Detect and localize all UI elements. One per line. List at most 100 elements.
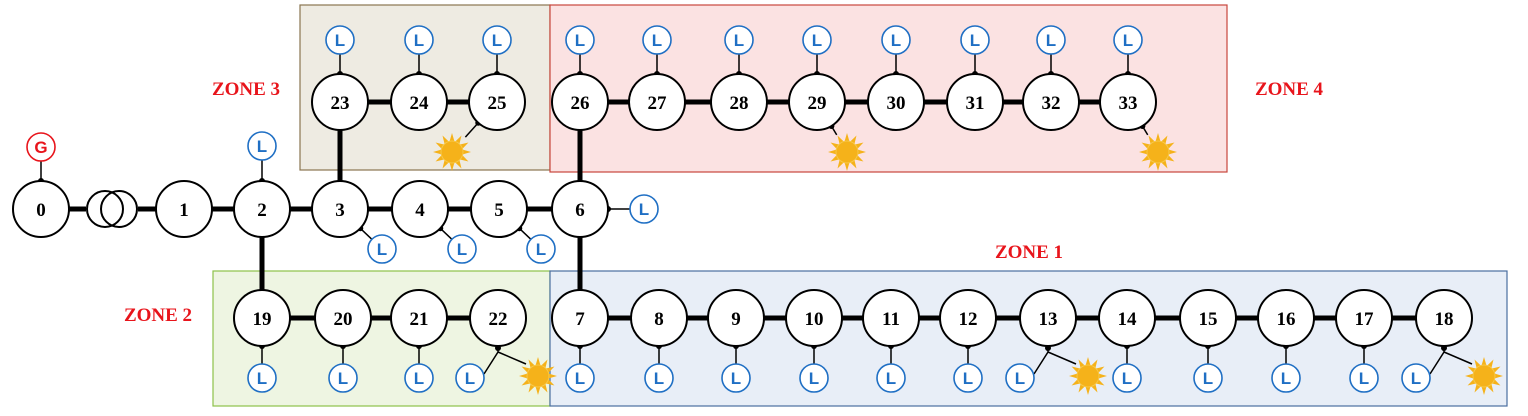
bus-16: 16 — [1257, 289, 1315, 347]
bus-31-number: 31 — [966, 93, 985, 114]
bus-3-number: 3 — [335, 200, 345, 221]
load-13: L — [1005, 363, 1035, 393]
bus-21-number: 21 — [410, 309, 429, 330]
zone-1-label: ZONE 1 — [995, 242, 1063, 263]
bus-8-circle — [630, 289, 688, 347]
bus-33-circle — [1099, 73, 1157, 131]
generator-circle — [26, 132, 56, 162]
pv-sun-25-ray — [462, 149, 471, 155]
bus-28-circle — [710, 73, 768, 131]
bus-7-circle — [551, 289, 609, 347]
pv-connector-18 — [1443, 351, 1473, 365]
load-8-circle — [644, 363, 674, 393]
bus-4-number: 4 — [415, 200, 425, 221]
bus-9: 9 — [707, 289, 765, 347]
pv-sun-33-ray — [1139, 149, 1148, 155]
pv-sun-25-ray — [449, 162, 455, 171]
bus-29: 29 — [788, 73, 846, 131]
bus-23-circle — [311, 73, 369, 131]
pv-sun-29-ray — [844, 162, 850, 171]
pv-sun-29-disc — [835, 140, 859, 164]
load-9-letter: L — [731, 369, 741, 388]
load-5-circle — [526, 234, 556, 264]
pv-sun-33-ray — [1168, 149, 1177, 155]
load-32-circle — [1036, 25, 1066, 55]
bus-27-number: 27 — [648, 93, 668, 114]
transformer-winding-1 — [86, 190, 124, 228]
load-20-letter: L — [338, 369, 348, 388]
load-23-circle — [325, 25, 355, 55]
pv-connector-22-line — [497, 351, 527, 365]
bus-10-number: 10 — [805, 309, 824, 330]
bus-22: 22 — [469, 289, 527, 347]
bus-6-number: 6 — [575, 200, 585, 221]
load-20: L — [328, 363, 358, 393]
load-7-letter: L — [575, 369, 585, 388]
load-33: L — [1113, 25, 1143, 55]
bus-29-circle — [788, 73, 846, 131]
load-4-letter: L — [457, 240, 467, 259]
pv-sun-13-ray — [1098, 373, 1107, 379]
bus-1-circle — [155, 180, 213, 238]
bus-25: 25 — [468, 73, 526, 131]
bus-21-circle — [390, 289, 448, 347]
bus-17: 17 — [1335, 289, 1393, 347]
pv-sun-29 — [828, 133, 866, 171]
pv-sun-13-ray — [1085, 386, 1091, 395]
bus-12-circle — [939, 289, 997, 347]
bus-30: 30 — [867, 73, 925, 131]
load-4: L — [447, 234, 477, 264]
transformer-winding-2 — [100, 190, 138, 228]
load-9: L — [721, 363, 751, 393]
load-23: L — [325, 25, 355, 55]
load-12-letter: L — [963, 369, 973, 388]
load-5-letter: L — [536, 240, 546, 259]
pv-sun-33-ray — [1155, 133, 1161, 142]
load-29: L — [802, 25, 832, 55]
load-11-circle — [876, 363, 906, 393]
pv-sun-13 — [1069, 357, 1107, 395]
bus-14-circle — [1098, 289, 1156, 347]
load-16: L — [1271, 363, 1301, 393]
pv-sun-33-disc — [1146, 140, 1170, 164]
load-9-circle — [721, 363, 751, 393]
load-14: L — [1112, 363, 1142, 393]
bus-19-circle — [233, 289, 291, 347]
load-26: L — [565, 25, 595, 55]
load-7-circle — [565, 363, 595, 393]
bus-0-circle — [12, 180, 70, 238]
zone-2-label: ZONE 2 — [124, 305, 192, 326]
zone-3-label: ZONE 3 — [212, 79, 280, 100]
load-30-circle — [881, 25, 911, 55]
load-26-circle — [565, 25, 595, 55]
bus-33: 33 — [1099, 73, 1157, 131]
load-21: L — [404, 363, 434, 393]
pv-sun-22-disc — [526, 364, 550, 388]
pv-sun-25-disc — [440, 140, 464, 164]
load-31: L — [960, 25, 990, 55]
load-3: L — [367, 234, 397, 264]
load-33-letter: L — [1123, 31, 1133, 50]
load-15-letter: L — [1203, 369, 1213, 388]
pv-sun-18-ray — [1481, 386, 1487, 395]
load-21-letter: L — [414, 369, 424, 388]
bus-27: 27 — [628, 73, 686, 131]
load-3-circle — [367, 234, 397, 264]
pv-sun-18 — [1465, 357, 1503, 395]
bus-3: 3 — [311, 180, 369, 238]
load-22-circle — [455, 363, 485, 393]
bus-13-number: 13 — [1039, 309, 1058, 330]
bus-12-number: 12 — [959, 309, 978, 330]
load-19-circle — [247, 363, 277, 393]
pv-sun-33 — [1139, 133, 1177, 171]
load-10: L — [799, 363, 829, 393]
bus-20-circle — [314, 289, 372, 347]
load-10-letter: L — [809, 369, 819, 388]
load-2-circle — [247, 131, 277, 161]
load-27-letter: L — [652, 31, 662, 50]
pv-sun-29-ray — [828, 149, 837, 155]
load-11-letter: L — [886, 369, 896, 388]
load-15: L — [1193, 363, 1223, 393]
bus-23-number: 23 — [331, 93, 350, 114]
